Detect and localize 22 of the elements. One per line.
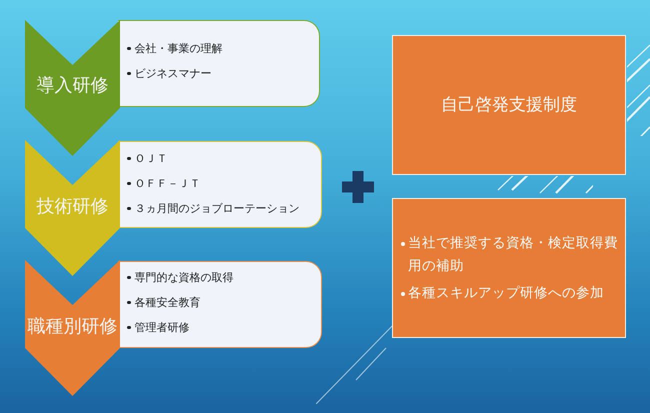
list-text: 会社・事業の理解: [134, 41, 222, 57]
stage-label: 導入研修: [36, 74, 108, 98]
panel-title: 自己啓発支援制度: [441, 94, 577, 117]
list-text: ＯＦＦ－ＪＴ: [134, 176, 200, 192]
chevron-block: [25, 20, 120, 156]
list-text: ３ヵ月間のジョブローテーション: [134, 201, 300, 217]
list-text: 各種安全教育: [134, 295, 200, 311]
list-text: 各種スキルアップ研修への参加: [408, 284, 604, 303]
list-text: 当社で推奨する資格・検定取得費用の補助: [408, 234, 619, 276]
title-panel: [392, 35, 626, 175]
list-text: 管理者研修: [134, 320, 190, 336]
list-text: ＯＪＴ: [134, 151, 168, 167]
text-panel: [118, 261, 322, 348]
chevron-block: [25, 260, 120, 396]
list-text: ビジネスマナー: [134, 66, 212, 82]
text-panel: [118, 141, 322, 228]
text-panel: [118, 20, 320, 107]
chevron-block: [25, 140, 120, 276]
stage-label: 職種別研修: [28, 315, 118, 339]
list-text: 専門的な資格の取得: [134, 270, 234, 286]
text-panel: [392, 198, 626, 338]
stage-label: 技術研修: [36, 195, 108, 219]
